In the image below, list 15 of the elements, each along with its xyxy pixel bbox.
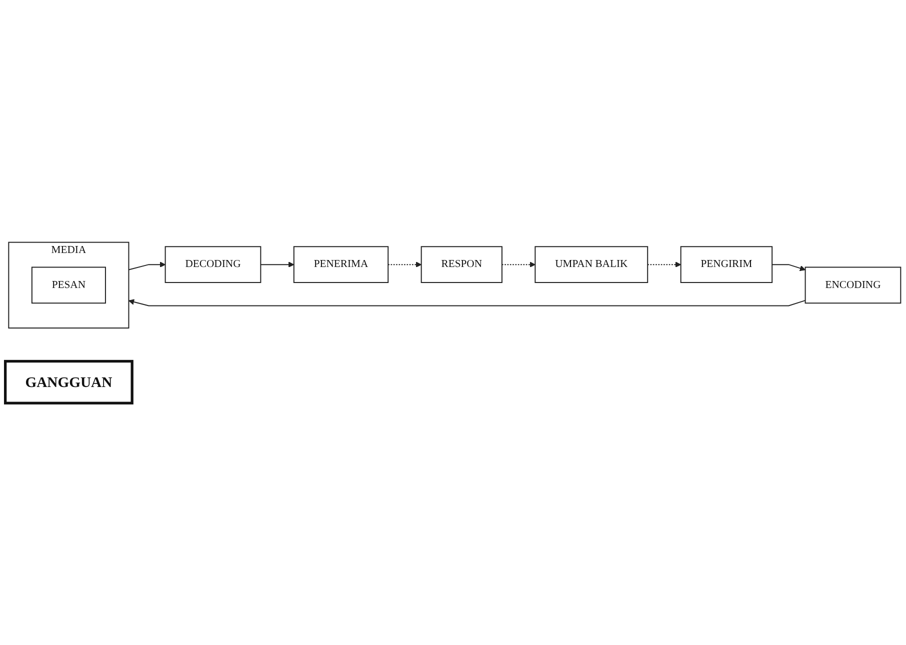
node-box: ENCODING <box>804 266 902 304</box>
arrow <box>128 298 806 306</box>
arrow <box>772 264 806 271</box>
node-box: UMPAN BALIK <box>534 246 648 283</box>
arrow <box>260 261 294 268</box>
arrow <box>128 261 166 270</box>
node-box: PESAN <box>31 266 106 304</box>
node-box: PENGIRIM <box>680 246 773 283</box>
node-box: GANGGUAN <box>4 360 134 404</box>
arrow <box>647 261 682 268</box>
arrow <box>388 261 422 268</box>
arrow <box>501 261 536 268</box>
node-box: PENERIMA <box>293 246 389 283</box>
node-box: DECODING <box>164 246 262 283</box>
node-box: RESPON <box>420 246 502 283</box>
